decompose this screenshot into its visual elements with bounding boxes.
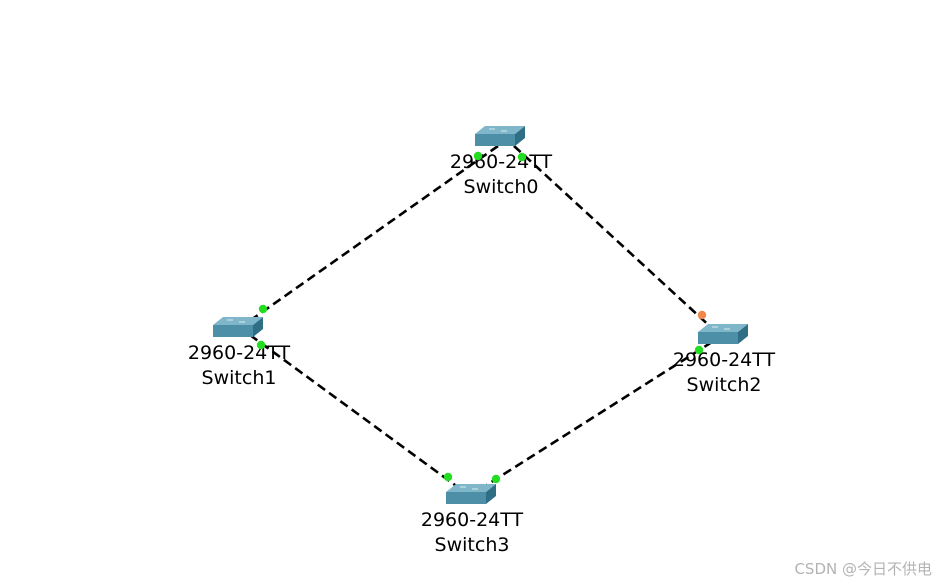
links-layer	[240, 144, 715, 490]
port-status-light	[258, 304, 268, 314]
switch-icon[interactable]	[475, 126, 525, 146]
switch2-node[interactable]: 2960-24TT Switch2	[673, 324, 776, 396]
switch-icon-front	[446, 492, 486, 504]
device-name-label: Switch0	[464, 176, 539, 198]
device-model-label: 2960-24TT	[673, 349, 776, 371]
port-status-light	[256, 340, 266, 350]
switch-icon-front	[698, 332, 738, 344]
switch-icon-front	[475, 134, 515, 146]
link-switch0-switch1[interactable]	[240, 144, 499, 329]
device-name-label: Switch3	[435, 534, 510, 556]
port-status-light	[517, 152, 527, 162]
switch-icon-top	[475, 126, 525, 134]
switch-icon-top	[446, 484, 496, 492]
port-status-light	[694, 345, 704, 355]
switch0-node[interactable]: 2960-24TT Switch0	[450, 126, 553, 198]
port-status-light	[473, 151, 483, 161]
switch3-node[interactable]: 2960-24TT Switch3	[421, 484, 524, 556]
switch-icon-top	[698, 324, 748, 332]
switch1-node[interactable]: 2960-24TT Switch1	[188, 317, 291, 389]
switch-icon[interactable]	[698, 324, 748, 344]
devices-layer: 2960-24TT Switch0 2960-24TT Switch1	[188, 126, 776, 556]
port-status-light	[443, 472, 453, 482]
switch-icon[interactable]	[446, 484, 496, 504]
device-model-label: 2960-24TT	[188, 342, 291, 364]
switch-icon-side	[738, 324, 748, 344]
watermark: CSDN @今日不供电	[794, 560, 932, 578]
switch-icon-side	[515, 126, 525, 146]
switch-icon-side	[253, 317, 263, 337]
port-status-light	[491, 474, 501, 484]
switch-icon-side	[486, 484, 496, 504]
device-model-label: 2960-24TT	[421, 509, 524, 531]
device-model-label: 2960-24TT	[450, 151, 553, 173]
switch-icon[interactable]	[213, 317, 263, 337]
link-switch1-switch3[interactable]	[249, 333, 460, 490]
link-switch0-switch2[interactable]	[513, 145, 715, 331]
device-name-label: Switch1	[202, 367, 277, 389]
port-status-light	[697, 310, 707, 320]
ports-layer	[256, 151, 707, 484]
device-name-label: Switch2	[687, 374, 762, 396]
switch-icon-front	[213, 325, 253, 337]
switch-icon-top	[213, 317, 263, 325]
link-switch2-switch3[interactable]	[481, 340, 713, 490]
